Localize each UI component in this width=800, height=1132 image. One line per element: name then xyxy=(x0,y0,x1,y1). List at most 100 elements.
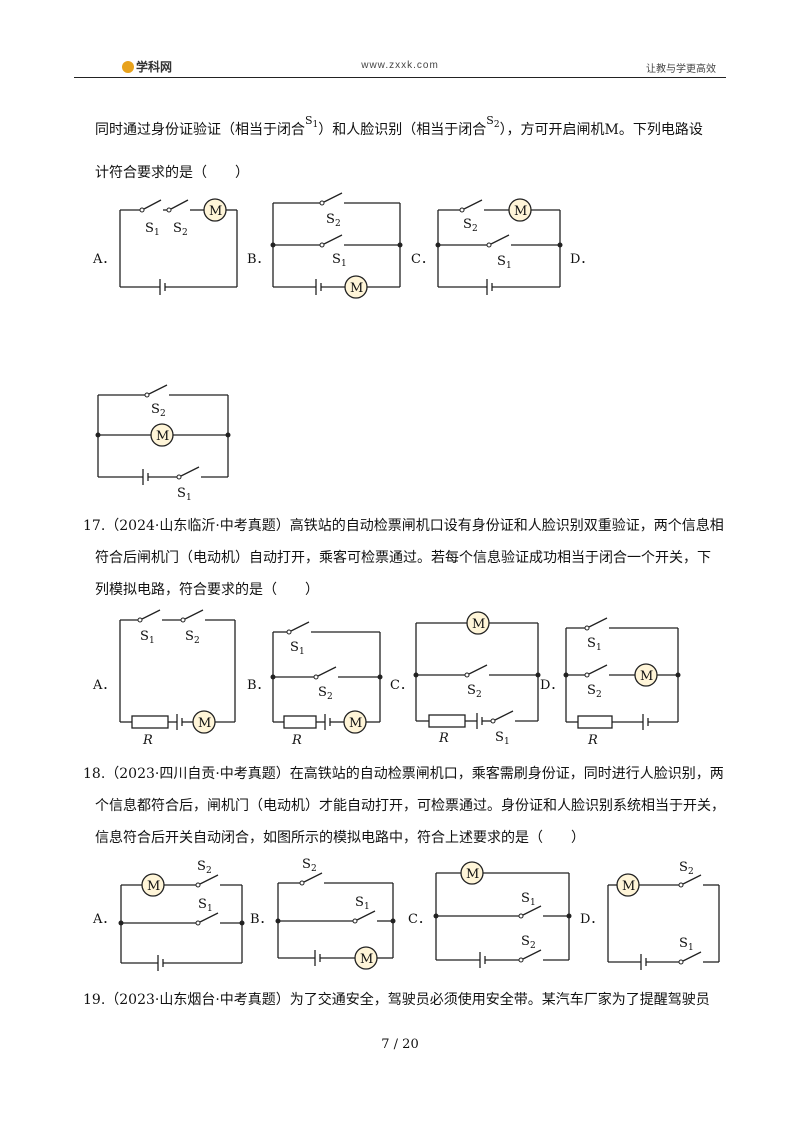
q18-line1: 18.（2023·四川自贡·中考真题）在高铁站的自动检票闸机口，乘客需刷身份证，… xyxy=(83,766,724,782)
site-logo: 学科网 xyxy=(122,58,172,75)
svg-text:S: S xyxy=(198,897,207,912)
q18-option-d[interactable]: D． xyxy=(580,912,604,927)
q17-option-a[interactable]: A． xyxy=(93,678,116,693)
svg-text:M: M xyxy=(640,669,653,684)
svg-text:S: S xyxy=(587,636,596,651)
svg-text:1: 1 xyxy=(688,943,694,953)
q19-line1: 19.（2023·山东烟台·中考真题）为了交通安全，驾驶员必须使用安全带。某汽车… xyxy=(83,992,710,1008)
q17-option-b[interactable]: B． xyxy=(247,678,270,693)
svg-text:2: 2 xyxy=(530,941,536,951)
svg-text:S: S xyxy=(140,629,149,644)
svg-text:2: 2 xyxy=(182,228,188,238)
page-number: 7 / 20 xyxy=(381,1037,419,1052)
svg-text:2: 2 xyxy=(472,224,478,234)
q16-line1: 同时通过身份证验证（相当于闭合S1）和人脸识别（相当于闭合S2），方可开启闸机M… xyxy=(95,114,703,145)
svg-text:M: M xyxy=(466,867,479,882)
svg-text:R: R xyxy=(587,733,598,748)
q18-option-b[interactable]: B． xyxy=(250,912,273,927)
svg-text:S: S xyxy=(302,857,311,872)
svg-text:1: 1 xyxy=(506,261,512,271)
q17-option-c[interactable]: C． xyxy=(390,678,413,693)
svg-text:S: S xyxy=(355,895,364,910)
page-header: 学科网 www.zxxk.com 让教与学更高效 xyxy=(74,55,726,78)
svg-text:S: S xyxy=(185,629,194,644)
header-url: www.zxxk.com xyxy=(361,60,439,71)
svg-text:S: S xyxy=(587,683,596,698)
svg-text:1: 1 xyxy=(149,636,155,646)
svg-text:S: S xyxy=(463,217,472,232)
svg-text:R: R xyxy=(142,733,153,748)
svg-text:1: 1 xyxy=(364,902,370,912)
svg-text:2: 2 xyxy=(335,219,341,229)
svg-text:2: 2 xyxy=(206,866,212,876)
motor-label: M xyxy=(209,204,222,219)
svg-text:S: S xyxy=(145,221,154,236)
svg-text:S: S xyxy=(679,936,688,951)
svg-text:2: 2 xyxy=(596,690,602,700)
q16-option-b[interactable]: B． xyxy=(247,252,270,267)
svg-text:S: S xyxy=(151,402,160,417)
svg-text:2: 2 xyxy=(311,864,317,874)
svg-text:1: 1 xyxy=(207,904,213,914)
q16-text-b: ）和人脸识别（相当于闭合 xyxy=(318,122,487,138)
svg-text:M: M xyxy=(147,879,160,894)
svg-text:R: R xyxy=(438,731,449,746)
svg-text:M: M xyxy=(198,716,211,731)
q19-number: 19. xyxy=(83,992,106,1008)
q17-line1: 17.（2024·山东临沂·中考真题）高铁站的自动检票闸机口设有身份证和人脸识别… xyxy=(83,518,724,534)
svg-text:S: S xyxy=(326,212,335,227)
svg-text:S: S xyxy=(521,891,530,906)
logo-text: 学科网 xyxy=(136,60,173,74)
svg-text:1: 1 xyxy=(186,493,192,503)
q16-line2: 计符合要求的是（ ） xyxy=(95,165,249,181)
q16-option-d[interactable]: D． xyxy=(570,252,594,267)
svg-text:S: S xyxy=(177,486,186,501)
svg-text:2: 2 xyxy=(194,636,200,646)
q18-option-c[interactable]: C． xyxy=(408,912,431,927)
svg-text:S: S xyxy=(332,252,341,267)
q16-option-a[interactable]: A． xyxy=(93,252,116,267)
q18-option-a[interactable]: A． xyxy=(93,912,116,927)
header-slogan: 让教与学更高效 xyxy=(646,64,716,75)
q18-line3: 信息符合后开关自动闭合，如图所示的模拟电路中，符合上述要求的是（ ） xyxy=(95,830,585,846)
svg-text:1: 1 xyxy=(504,737,510,747)
svg-text:S: S xyxy=(197,859,206,874)
q16-option-c[interactable]: C． xyxy=(411,252,434,267)
svg-text:2: 2 xyxy=(160,409,166,419)
svg-text:M: M xyxy=(472,617,485,632)
svg-text:1: 1 xyxy=(341,259,347,269)
q16-text-a: 同时通过身份证验证（相当于闭合 xyxy=(95,122,305,138)
svg-text:2: 2 xyxy=(688,867,694,877)
svg-text:S: S xyxy=(679,860,688,875)
q17-option-d[interactable]: D． xyxy=(540,678,564,693)
svg-text:S: S xyxy=(173,221,182,236)
q16-s2: S2 xyxy=(486,114,500,130)
svg-text:M: M xyxy=(349,716,362,731)
svg-text:S: S xyxy=(497,254,506,269)
svg-text:S: S xyxy=(495,730,504,745)
svg-text:M: M xyxy=(514,204,527,219)
q16-s1: S1 xyxy=(305,114,319,130)
q18-line2: 个信息都符合后，闸机门（电动机）才能自动打开，可检票通过。身份证和人脸识别系统相… xyxy=(95,798,725,814)
svg-text:M: M xyxy=(360,952,373,967)
svg-text:2: 2 xyxy=(476,690,482,700)
svg-text:S: S xyxy=(318,685,327,700)
q18-number: 18. xyxy=(83,766,106,782)
svg-text:1: 1 xyxy=(299,647,305,657)
svg-text:S: S xyxy=(521,934,530,949)
logo-icon xyxy=(122,61,134,73)
svg-text:M: M xyxy=(350,281,363,296)
q17-line3: 列模拟电路，符合要求的是（ ） xyxy=(95,582,319,598)
